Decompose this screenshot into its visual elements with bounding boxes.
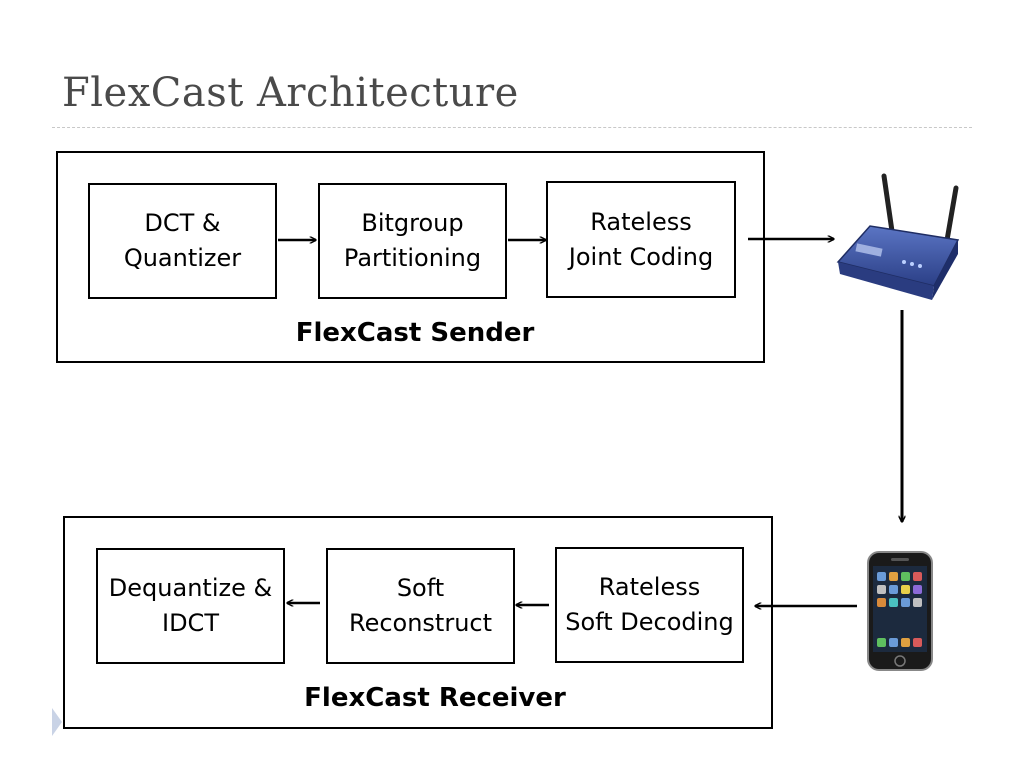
receiver-label: FlexCast Receiver <box>304 683 566 713</box>
page-title: FlexCast Architecture <box>62 70 519 116</box>
rateless-soft-decoding-box: Rateless Soft Decoding <box>555 547 744 663</box>
box-line: Rateless <box>590 207 692 236</box>
box-line: Soft <box>396 574 445 603</box>
dct-quantizer-box: DCT & Quantizer <box>88 183 277 299</box>
box-line: Dequantize & <box>108 574 273 603</box>
box-line: Rateless <box>598 573 701 602</box>
dequantize-idct-box: Dequantize & IDCT <box>96 548 285 664</box>
box-line: Reconstruct <box>348 609 493 637</box>
box-line: Soft Decoding <box>565 608 734 636</box>
box-line: Bitgroup <box>361 209 464 238</box>
box-line: DCT & <box>144 209 221 238</box>
title-divider <box>52 127 972 128</box>
box-line: IDCT <box>162 609 219 637</box>
box-line: Partitioning <box>343 244 482 272</box>
slide-corner-mark <box>52 708 62 736</box>
smartphone-icon <box>867 551 933 671</box>
box-line: Quantizer <box>123 244 242 272</box>
wireless-router-icon <box>836 173 960 300</box>
box-line: Joint Coding <box>568 242 714 271</box>
rateless-joint-coding-box: Rateless Joint Coding <box>546 181 736 298</box>
soft-reconstruct-box: Soft Reconstruct <box>326 548 515 664</box>
sender-label: FlexCast Sender <box>295 318 535 348</box>
bitgroup-partitioning-box: Bitgroup Partitioning <box>318 183 507 299</box>
